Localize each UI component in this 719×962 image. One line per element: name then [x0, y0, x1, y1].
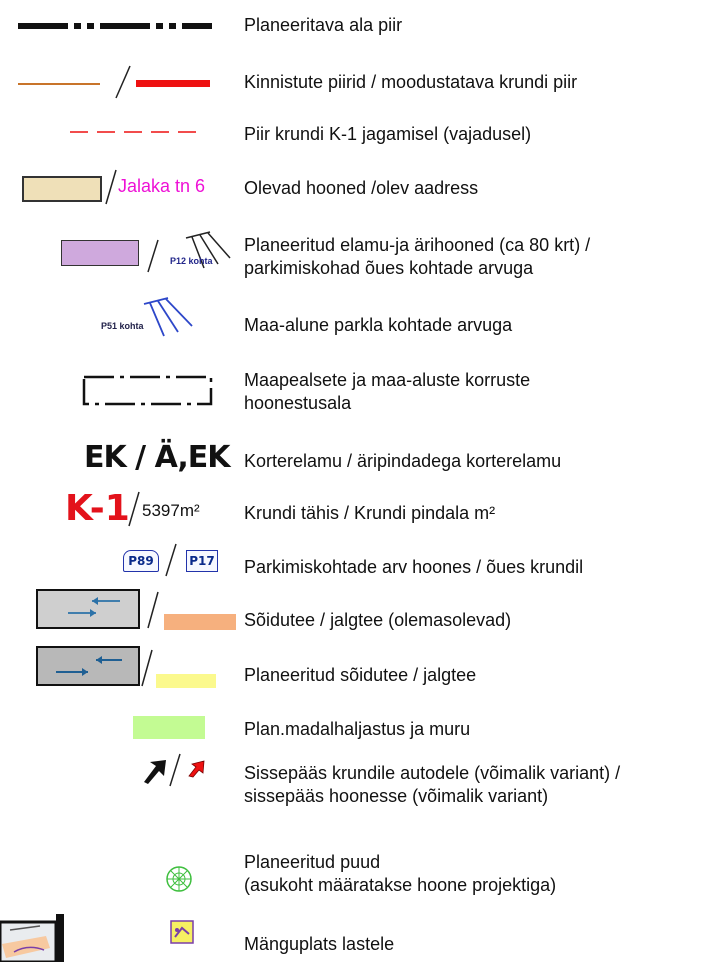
slash-divider — [128, 491, 140, 527]
slash-divider — [165, 543, 177, 577]
legend-label: Plan.madalhaljastus ja muru — [244, 719, 471, 739]
planned-building-swatch — [61, 240, 139, 266]
existing-walkway-swatch — [164, 614, 236, 630]
legend-label: Piir krundi K-1 jagamisel (vajadusel) — [244, 124, 532, 144]
indoor-parking-badge: P89 — [123, 550, 159, 572]
legend-label: Parkimiskohtade arv hoones / õues krundi… — [244, 557, 584, 577]
existing-road-swatch — [36, 589, 140, 629]
plot-code: K-1 — [65, 488, 130, 529]
split-border-symbol — [70, 131, 205, 133]
building-entrance-arrow-icon — [188, 760, 205, 778]
legend-label: Korterelamu / äripindadega korterelamu — [244, 451, 562, 471]
legend-label: Planeeritud sõidutee / jalgtee — [244, 665, 477, 685]
existing-building-swatch — [22, 176, 102, 202]
building-zone-symbol — [82, 375, 213, 406]
slash-divider — [105, 169, 117, 205]
parcel-border-symbol — [18, 65, 210, 99]
slash-divider — [169, 753, 181, 787]
legend-label-line2: (asukoht määratakse hoone projektiga) — [244, 875, 557, 895]
car-entrance-arrow-icon — [144, 760, 166, 784]
slash-divider — [147, 591, 159, 629]
outdoor-parking-badge: P17 — [186, 550, 218, 572]
legend-label: Olevad hooned /olev aadress — [244, 178, 479, 198]
legend-label: Mänguplats lastele — [244, 934, 395, 954]
planned-walkway-swatch — [156, 674, 216, 688]
legend-label: Kinnistute piirid / moodustatava krundi … — [244, 72, 578, 92]
map-fragment-thumbnail — [0, 914, 70, 962]
legend-label: Sõidutee / jalgtee (olemasolevad) — [244, 610, 512, 630]
parking-lot-icon — [185, 231, 231, 269]
existing-address-text: Jalaka tn 6 — [118, 176, 206, 196]
legend-label-line2: hoonestusala — [244, 393, 352, 413]
legend-label: Planeeritud puud — [244, 852, 381, 872]
legend-label: Planeeritud elamu-ja ärihooned (ca 80 kr… — [244, 235, 591, 255]
legend-label: Planeeritava ala piir — [244, 15, 403, 35]
playground-icon — [170, 920, 194, 944]
tree-icon — [166, 866, 192, 892]
legend-label: Krundi tähis / Krundi pindala m² — [244, 503, 496, 523]
legend-label: Sissepääs krundile autodele (võimalik va… — [244, 763, 621, 783]
planned-road-swatch — [36, 646, 140, 686]
legend-label: Maa-alune parkla kohtade arvuga — [244, 315, 513, 335]
legend-label-line2: sissepääs hoonesse (võimalik variant) — [244, 786, 549, 806]
parking-count-text: P51 kohta — [101, 321, 144, 331]
plan-boundary-symbol — [18, 23, 212, 29]
slash-divider — [147, 239, 159, 273]
plot-area-text: 5397m² — [142, 501, 200, 520]
green-area-swatch — [133, 716, 205, 739]
apartment-type-code: EK / Ä,EK — [84, 440, 230, 475]
slash-divider — [141, 649, 153, 687]
parking-count-text: P12 kohta — [170, 256, 213, 266]
underground-parking-icon — [143, 297, 193, 337]
legend-label-line2: parkimiskohad õues kohtade arvuga — [244, 258, 534, 278]
legend-label: Maapealsete ja maa-aluste korruste — [244, 370, 531, 390]
